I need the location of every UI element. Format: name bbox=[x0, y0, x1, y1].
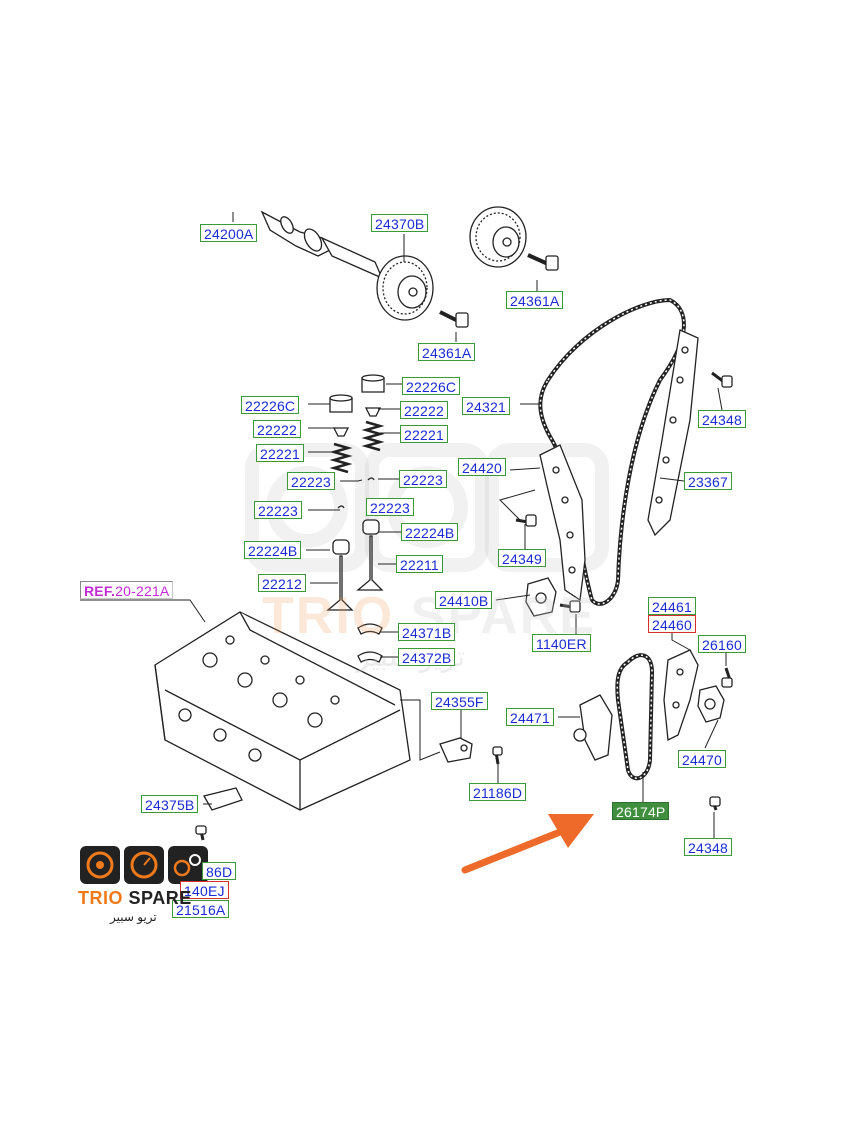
logo-arabic: تريو سبير bbox=[110, 910, 157, 924]
label-24371B[interactable]: 24371B bbox=[398, 623, 456, 641]
label-24420[interactable]: 24420 bbox=[458, 458, 506, 476]
oil-pump-chain bbox=[615, 653, 655, 781]
label-21186D[interactable]: 21186D bbox=[469, 783, 527, 801]
label-22223-a[interactable]: 22223 bbox=[287, 472, 335, 490]
label-22224B-right[interactable]: 22224B bbox=[401, 523, 459, 541]
camshaft bbox=[260, 210, 384, 280]
logo-brand: TRIO SPARE bbox=[78, 888, 192, 908]
lower-guides bbox=[573, 649, 725, 761]
label-partial-140EJ[interactable]: 140EJ bbox=[180, 881, 229, 899]
label-22223-c[interactable]: 22223 bbox=[254, 501, 302, 519]
label-24410B[interactable]: 24410B bbox=[435, 591, 493, 609]
label-22224B-left[interactable]: 22224B bbox=[244, 541, 302, 559]
cylinder-head bbox=[154, 611, 411, 811]
label-22226C-left[interactable]: 22226C bbox=[241, 396, 300, 414]
label-24361A-mid[interactable]: 24361A bbox=[418, 343, 476, 361]
label-partial-86D[interactable]: 86D bbox=[202, 862, 237, 880]
label-22223-b[interactable]: 22223 bbox=[399, 470, 447, 488]
cam-sprocket-left bbox=[376, 255, 434, 321]
pointer-arrow bbox=[461, 814, 594, 874]
label-24348-bottom[interactable]: 24348 bbox=[684, 838, 732, 856]
label-22223-d[interactable]: 22223 bbox=[366, 498, 414, 516]
label-22212[interactable]: 22212 bbox=[258, 574, 306, 592]
label-partial-21516A[interactable]: 21516A bbox=[172, 900, 230, 918]
label-22222-left[interactable]: 22222 bbox=[253, 420, 301, 438]
ref-prefix: REF. bbox=[84, 583, 116, 599]
label-24355F[interactable]: 24355F bbox=[431, 692, 488, 710]
label-23367[interactable]: 23367 bbox=[684, 472, 732, 490]
ref-number: 20-221A bbox=[115, 583, 170, 599]
valve-train bbox=[326, 374, 385, 663]
label-24460[interactable]: 24460 bbox=[648, 615, 696, 633]
label-ref-20-221A[interactable]: REF.20-221A bbox=[80, 581, 174, 599]
cam-sprocket-right bbox=[469, 206, 527, 268]
tensioner-24410B bbox=[525, 577, 557, 617]
label-22221-right[interactable]: 22221 bbox=[400, 425, 448, 443]
label-22221-left[interactable]: 22221 bbox=[256, 444, 304, 462]
label-24372B[interactable]: 24372B bbox=[398, 648, 456, 666]
label-24361A-top[interactable]: 24361A bbox=[506, 291, 564, 309]
label-22211[interactable]: 22211 bbox=[396, 555, 443, 573]
label-26160[interactable]: 26160 bbox=[698, 635, 746, 653]
label-24375B[interactable]: 24375B bbox=[141, 795, 199, 813]
label-1140ER[interactable]: 1140ER bbox=[532, 634, 591, 652]
label-22226C-right[interactable]: 22226C bbox=[402, 377, 461, 395]
label-24348-top[interactable]: 24348 bbox=[698, 410, 746, 428]
label-24370B[interactable]: 24370B bbox=[371, 214, 429, 232]
oil-control-valve bbox=[439, 737, 473, 763]
label-24461[interactable]: 24461 bbox=[648, 597, 696, 615]
logo-icons bbox=[80, 846, 208, 884]
tensioner-arm-upper bbox=[539, 444, 586, 602]
label-24200A[interactable]: 24200A bbox=[200, 224, 258, 242]
label-24471[interactable]: 24471 bbox=[506, 708, 554, 726]
label-24349[interactable]: 24349 bbox=[498, 549, 546, 567]
chain-guide-right bbox=[647, 329, 699, 537]
label-24470[interactable]: 24470 bbox=[678, 750, 726, 768]
label-24321[interactable]: 24321 bbox=[462, 397, 510, 415]
label-26174P[interactable]: 26174P bbox=[612, 802, 670, 820]
sensor-24375B bbox=[203, 787, 243, 811]
label-22222-right[interactable]: 22222 bbox=[400, 401, 448, 419]
